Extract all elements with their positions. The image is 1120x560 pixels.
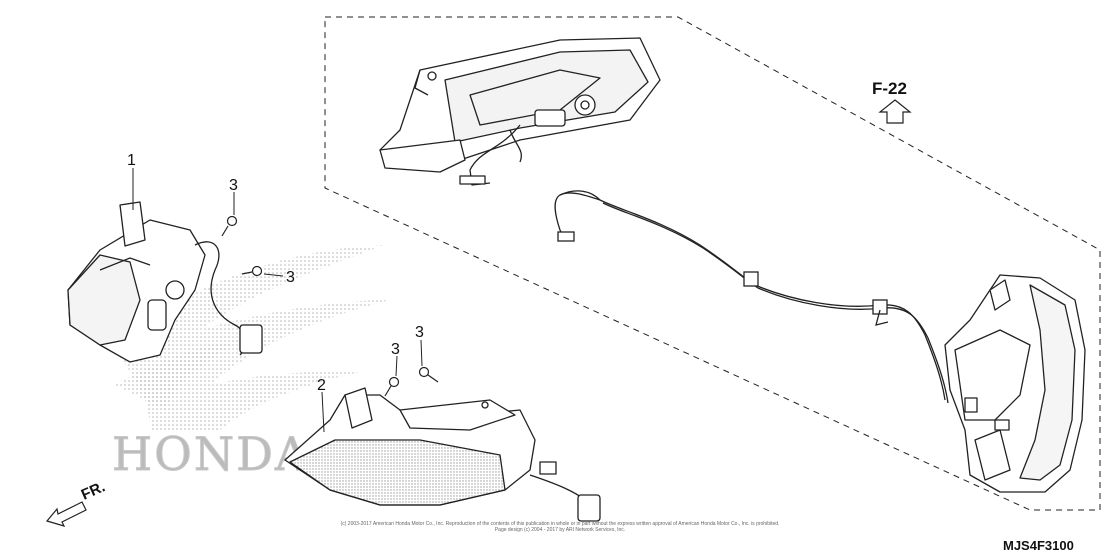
front-label: FR. [79, 478, 108, 503]
callout-bolt-d: 3 [415, 324, 424, 341]
watermark-brand-text: HONDA [112, 427, 310, 481]
reference-arrow: F-22 [872, 79, 912, 124]
up-arrow-icon [878, 99, 912, 124]
wire-harness [554, 190, 949, 404]
callout-part-2: 2 [317, 377, 326, 394]
upper-housing-unit [379, 37, 661, 186]
front-direction-indicator: FR. [45, 478, 108, 527]
callout-part-1: 1 [127, 152, 136, 169]
callout-bolt-b: 3 [286, 269, 295, 286]
bolt-icon [418, 366, 430, 378]
copyright-notice: (c) 2003-2017 American Honda Motor Co., … [300, 521, 820, 533]
bolt-fasteners [221, 215, 439, 397]
part-1-light-unit [67, 201, 263, 363]
part-2-light-unit [284, 387, 601, 522]
right-light-unit [944, 274, 1086, 493]
front-arrow-icon [45, 501, 87, 527]
callout-bolt-a: 3 [229, 177, 238, 194]
copyright-line-1: (c) 2003-2017 American Honda Motor Co., … [340, 521, 780, 527]
diagram-code: MJS4F3100 [1003, 538, 1074, 553]
bolt-icon [226, 215, 238, 227]
callout-bolt-c: 3 [391, 341, 400, 358]
assembly-boundary [324, 16, 1101, 511]
copyright-line-2: Page design (c) 2004 - 2017 by ARI Netwo… [494, 527, 626, 533]
reference-label: F-22 [872, 79, 907, 98]
bolt-icon [251, 265, 263, 277]
leader-lines [132, 168, 423, 433]
bolt-icon [388, 376, 400, 388]
